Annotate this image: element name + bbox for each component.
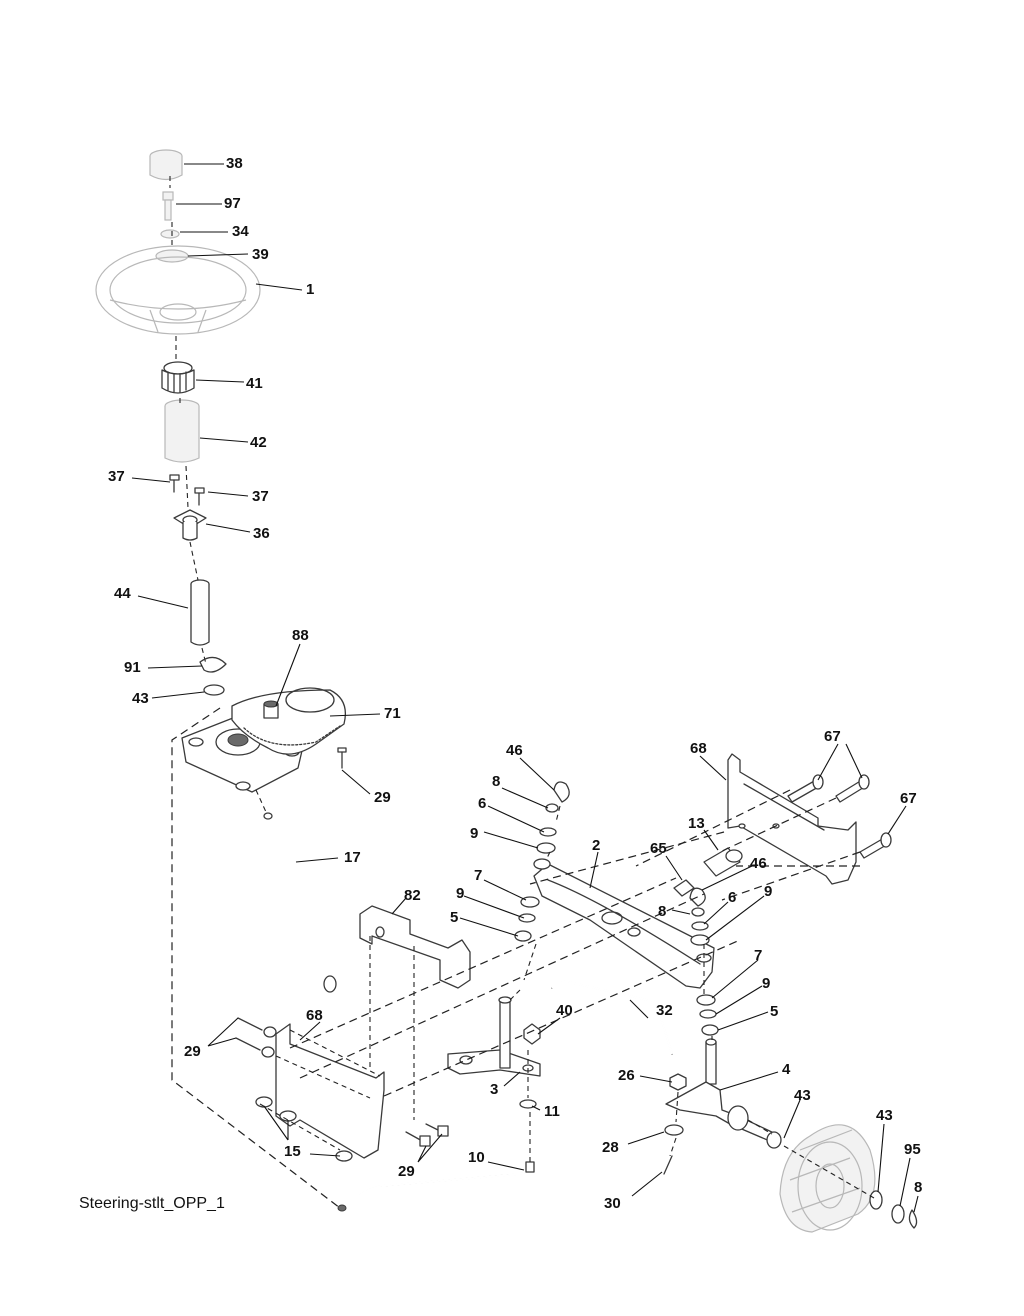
- callout-43-spindle: 43: [794, 1087, 811, 1104]
- front-axle-assembly: [514, 781, 743, 1036]
- callout-3: 3: [490, 1081, 498, 1098]
- steering-column-upper: [95, 149, 261, 665]
- callout-41: 41: [246, 375, 263, 392]
- callout-32: 32: [656, 1002, 673, 1019]
- steering-bolt-part: [162, 191, 174, 221]
- callout-39: 39: [252, 246, 269, 263]
- callout-15: 15: [284, 1143, 301, 1160]
- callout-26: 26: [618, 1067, 635, 1084]
- callout-40: 40: [556, 1002, 573, 1019]
- callout-38: 38: [226, 155, 243, 172]
- callout-29-lower: 29: [398, 1163, 415, 1180]
- callout-4: 4: [782, 1061, 791, 1078]
- support-bracket-part: [359, 905, 471, 989]
- steering-cap-part: [149, 149, 183, 181]
- callout-34: 34: [232, 223, 249, 240]
- callout-9-top: 9: [470, 825, 478, 842]
- callout-46-right: 46: [750, 855, 767, 872]
- callout-42: 42: [250, 434, 267, 451]
- frame-plate-left-part: [235, 1017, 385, 1159]
- bolts-29-lower-parts: [405, 1123, 449, 1147]
- callout-11: 11: [544, 1103, 560, 1120]
- frame-plate-right-part: [727, 753, 857, 885]
- callout-2: 2: [592, 837, 600, 854]
- callout-97: 97: [224, 195, 241, 212]
- leader-lines: [131, 163, 919, 1213]
- callout-7-left: 7: [474, 867, 482, 884]
- steering-wheel-part: [95, 245, 261, 335]
- callout-36: 36: [253, 525, 270, 542]
- steering-sleeve-part: [164, 399, 200, 463]
- wheel-hardware-parts: [869, 1190, 918, 1229]
- callout-30: 30: [604, 1195, 621, 1212]
- callout-95: 95: [904, 1141, 921, 1158]
- callout-28: 28: [602, 1139, 619, 1156]
- callout-10: 10: [468, 1149, 485, 1166]
- callout-6-left: 6: [478, 795, 486, 812]
- callout-7-right: 7: [754, 947, 762, 964]
- front-wheel-part: [779, 1124, 876, 1233]
- callout-29-gear: 29: [374, 789, 391, 806]
- callout-68-left: 68: [306, 1007, 323, 1024]
- callout-9-left: 9: [456, 885, 464, 902]
- steering-shaft-lower-part: [255, 789, 337, 993]
- callout-13: 13: [688, 815, 705, 832]
- drag-link-rod-part: [337, 1161, 535, 1212]
- callout-37-left: 37: [108, 468, 125, 485]
- callout-82: 82: [404, 887, 421, 904]
- steering-gear-assembly: [181, 656, 347, 793]
- callout-65: 65: [650, 840, 667, 857]
- callout-67-right: 67: [900, 790, 917, 807]
- callout-46-left: 46: [506, 742, 523, 759]
- assembly-lines: [171, 707, 875, 1209]
- callout-8-wheel: 8: [914, 1179, 922, 1196]
- callout-37-right: 37: [252, 488, 269, 505]
- callout-17: 17: [344, 849, 361, 866]
- callout-5-left: 5: [450, 909, 458, 926]
- callout-1: 1: [306, 281, 314, 298]
- bolts-67-parts: [787, 774, 892, 859]
- callout-91: 91: [124, 659, 141, 676]
- callout-labels: 38 97 34 39 1 41 42 37 37 36 44 88 91 43…: [108, 155, 922, 1212]
- callout-29-left: 29: [184, 1043, 201, 1060]
- callout-67-top: 67: [824, 728, 841, 745]
- steering-adapter-part: [161, 361, 195, 394]
- washer-15-parts: [255, 1096, 353, 1162]
- callout-5-right: 5: [770, 1003, 778, 1020]
- lock-washer-part: [160, 229, 180, 239]
- callout-68-right: 68: [690, 740, 707, 757]
- callout-43-gear: 43: [132, 690, 149, 707]
- callout-44: 44: [114, 585, 131, 602]
- callout-6-right: 6: [728, 889, 736, 906]
- bushing-plate-part: [173, 509, 207, 541]
- callout-8-right: 8: [658, 903, 666, 920]
- flat-washer-part: [155, 249, 189, 263]
- callout-71: 71: [384, 705, 401, 722]
- diagram-caption: Steering-stlt_OPP_1: [79, 1195, 225, 1212]
- callout-8-left: 8: [492, 773, 500, 790]
- spindle-right-part: [663, 1038, 782, 1175]
- callout-43-wheel: 43: [876, 1107, 893, 1124]
- tie-rod-part: [551, 978, 673, 1055]
- callout-88: 88: [292, 627, 309, 644]
- callout-9-lower: 9: [762, 975, 770, 992]
- callout-9-right: 9: [764, 883, 772, 900]
- screw-part: [169, 474, 205, 506]
- steering-shaft-part: [190, 579, 210, 646]
